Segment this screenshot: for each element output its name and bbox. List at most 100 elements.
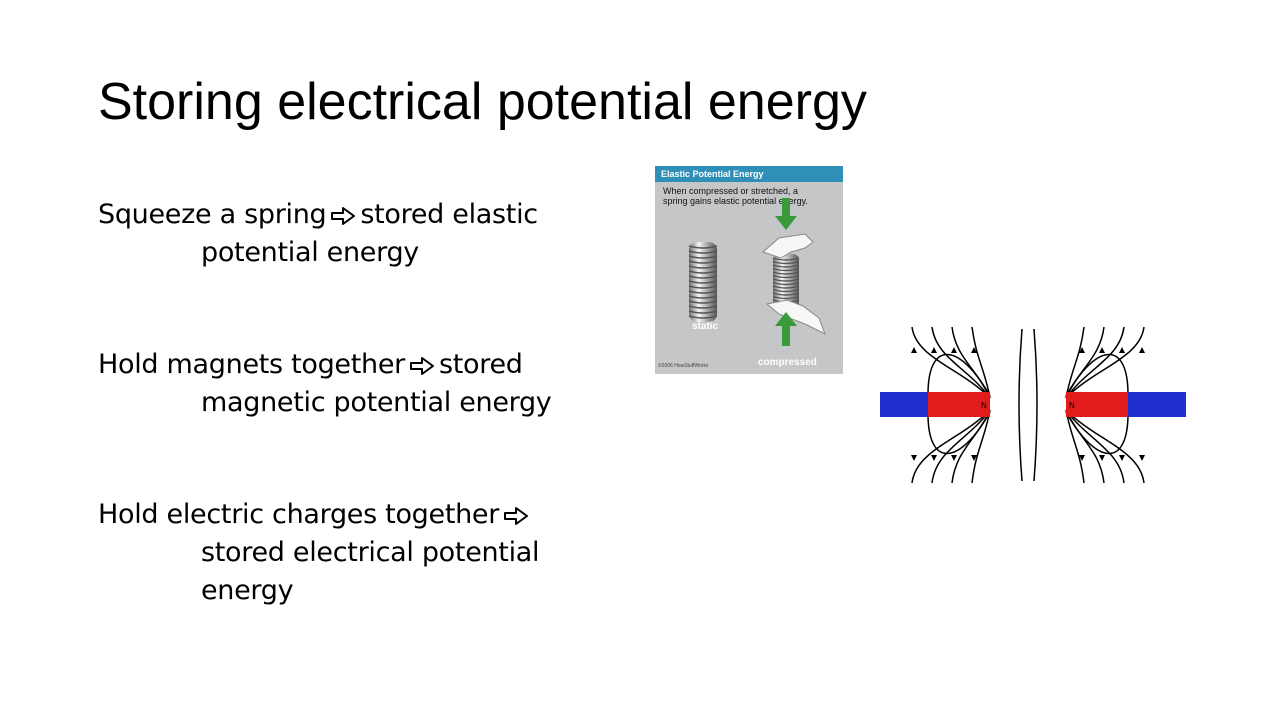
bullet-line: Hold electric charges together [98, 496, 618, 534]
field-arrow [911, 455, 917, 461]
right-pole-label: N [1069, 401, 1075, 410]
field-arrow [1099, 347, 1105, 353]
left-magnet-north [928, 392, 990, 417]
spring-coil [772, 281, 800, 286]
spring-coil [688, 300, 718, 304]
spring-coil [772, 257, 800, 261]
spring-coil [688, 275, 718, 279]
bullet-text: Hold electric charges together [98, 499, 500, 530]
slide-title: Storing electrical potential energy [98, 73, 867, 131]
spring-figure-description: When compressed or stretched, a spring g… [663, 186, 808, 206]
spring-coil [688, 245, 718, 249]
field-arrow [1139, 347, 1145, 353]
bullet-text: stored elastic [360, 199, 538, 230]
spring-label-static: static [692, 321, 719, 332]
right-magnet-north [1066, 392, 1128, 417]
bullet-charges: Hold electric charges together stored el… [98, 496, 618, 610]
field-arrow [931, 347, 937, 353]
bullet-line: energy [201, 575, 294, 606]
spring-coil [688, 250, 718, 254]
bullet-line: stored electrical potential [201, 537, 540, 568]
field-arrow [971, 455, 977, 461]
bullet-line: magnetic potential energy [201, 387, 552, 418]
spring-coil [772, 274, 800, 279]
bottom-hand [765, 299, 826, 336]
down-arrow-icon [775, 198, 797, 230]
bullet-list: Squeeze a spring stored elastic potential… [98, 196, 618, 684]
hollow-right-arrow-icon [409, 356, 434, 375]
field-line [1018, 328, 1023, 482]
field-arrow [911, 347, 917, 353]
spring-coil [688, 280, 718, 284]
hollow-right-arrow-icon [504, 506, 529, 525]
spring-figure-header: Elastic Potential Energy [655, 166, 843, 182]
spring-coil [772, 267, 800, 272]
left-pole-label: N [981, 401, 987, 410]
field-line [1065, 409, 1125, 484]
field-line [1033, 328, 1038, 482]
spring-coil [688, 265, 718, 269]
static-spring [688, 242, 718, 322]
field-arrow [1139, 455, 1145, 461]
bullet-magnets: Hold magnets together stored magnetic pot… [98, 346, 618, 422]
field-line [1065, 326, 1125, 399]
field-arrow [1099, 455, 1105, 461]
up-arrow-icon [775, 312, 797, 346]
spring-coil [688, 270, 718, 274]
field-line [931, 326, 991, 399]
right-magnet-south [1128, 392, 1186, 417]
field-line [1065, 326, 1145, 399]
bullet-line: potential energy [201, 237, 419, 268]
spring-coil [688, 285, 718, 289]
spring-coil [772, 264, 800, 268]
bullet-text: Squeeze a spring [98, 199, 327, 230]
spring-coil [688, 315, 718, 319]
field-line [911, 409, 991, 484]
field-loop [1065, 411, 1129, 455]
bullet-line: Squeeze a spring stored elastic [98, 196, 618, 234]
spring-label-compressed: compressed [758, 357, 817, 368]
field-line [911, 326, 991, 399]
spring-coil [688, 305, 718, 309]
spring-coil [772, 278, 800, 282]
hollow-right-arrow-icon [331, 206, 356, 225]
spring-copyright: ©2006 HowStuffWorks [658, 363, 709, 369]
spring-coil [688, 310, 718, 314]
field-loop [1065, 353, 1129, 397]
bullet-spring: Squeeze a spring stored elastic potential… [98, 196, 618, 272]
field-loop [927, 411, 991, 455]
spring-coil [688, 290, 718, 294]
field-line [971, 409, 991, 484]
field-line [971, 326, 991, 399]
spring-figure: Elastic Potential Energy When compressed… [655, 166, 843, 374]
field-line [931, 409, 991, 484]
bullet-text: Hold magnets together [98, 349, 405, 380]
left-magnet-south [880, 392, 928, 417]
field-arrow [1079, 455, 1085, 461]
spring-illustration [688, 198, 826, 346]
spring-coil [688, 260, 718, 264]
spring-coil [772, 285, 800, 289]
field-line [1065, 409, 1085, 484]
field-arrow [1079, 347, 1085, 353]
field-arrow [951, 455, 957, 461]
spring-coil [772, 292, 800, 296]
field-arrow [931, 455, 937, 461]
bullet-text: stored [438, 349, 523, 380]
field-loop [927, 353, 991, 397]
field-arrow [1119, 347, 1125, 353]
spring-coil [772, 260, 800, 265]
top-hand [762, 233, 814, 259]
field-arrow [971, 347, 977, 353]
spring-coil [772, 288, 800, 293]
field-arrow [1119, 455, 1125, 461]
spring-coil [772, 271, 800, 275]
field-line [1065, 326, 1085, 399]
compressed-spring [772, 254, 800, 308]
field-arrow [951, 347, 957, 353]
spring-coil [688, 295, 718, 299]
spring-coil [688, 255, 718, 259]
magnet-field-figure: N N [880, 326, 1186, 484]
bullet-line: Hold magnets together stored [98, 346, 618, 384]
spring-coil [772, 295, 800, 300]
